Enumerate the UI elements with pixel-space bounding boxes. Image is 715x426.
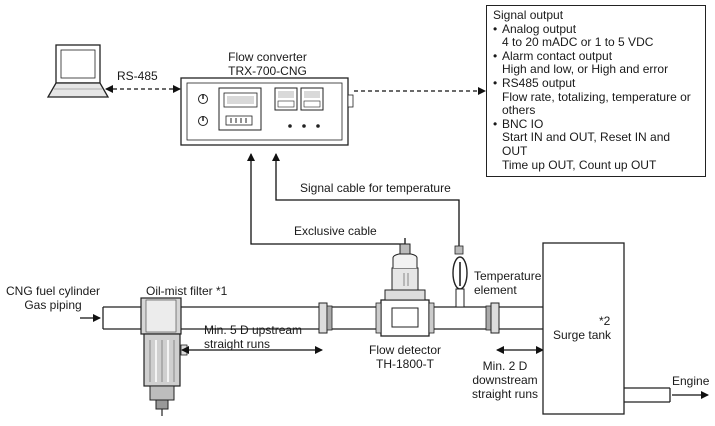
- downstream-flange-icon: [485, 302, 500, 334]
- oil-mist-label: Oil-mist filter *1: [146, 284, 228, 298]
- surge-tank-note: *2: [599, 314, 611, 328]
- list-item-detail: High and low, or High and error: [502, 62, 669, 77]
- upstream-label: Min. 5 D upstream straight runs: [204, 323, 302, 351]
- oil-mist-filter-icon: [140, 297, 188, 416]
- surge-tank-label: Surge tank: [553, 328, 612, 342]
- rs485-label: RS-485: [117, 69, 158, 83]
- laptop-icon: [46, 44, 110, 98]
- list-item-label: Analog output: [502, 21, 577, 36]
- list-item-label: BNC IO: [502, 116, 544, 131]
- flow-detector-label: Flow detector TH-1800-T: [350, 343, 460, 371]
- cng-line1: CNG fuel cylinder: [5, 284, 101, 298]
- engine-pipe: [624, 387, 671, 403]
- flow-detector-name: Flow detector: [368, 343, 442, 357]
- flow-detector-model: TH-1800-T: [375, 357, 434, 371]
- signal-cable-label: Signal cable for temperature: [300, 181, 451, 195]
- signal-output-title: Signal output: [493, 8, 564, 22]
- downstream-line3: straight runs: [471, 387, 539, 401]
- downstream-line2: downstream: [472, 373, 538, 387]
- upstream-line2: straight runs: [204, 337, 271, 351]
- list-item-detail: Start IN and OUT, Reset IN and OUT Time …: [502, 130, 671, 172]
- engine-label: Engine: [672, 374, 710, 388]
- cng-line2: Gas piping: [24, 298, 82, 312]
- downstream-label: Min. 2 D downstream straight runs: [466, 359, 544, 401]
- list-item-label: RS485 output: [502, 75, 576, 90]
- exclusive-cable-label: Exclusive cable: [294, 224, 377, 238]
- surge-tank: [542, 242, 625, 415]
- temperature-element-label: Temperature element: [474, 269, 541, 297]
- list-item-detail: 4 to 20 mADC or 1 to 5 VDC: [502, 35, 654, 50]
- converter-name: Flow converter: [228, 50, 307, 64]
- cng-label: CNG fuel cylinder Gas piping: [2, 284, 104, 312]
- temperature-signal-cable: [272, 153, 460, 246]
- temperature-line1: Temperature: [474, 269, 542, 283]
- list-item-label: Alarm contact output: [502, 48, 613, 63]
- list-item-detail: Flow rate, totalizing, temperature or ot…: [502, 89, 691, 118]
- exclusive-cable: [247, 153, 406, 245]
- temperature-element-icon: [452, 245, 468, 308]
- flow-converter-unit: [180, 77, 354, 146]
- converter-model: TRX-700-CNG: [228, 64, 307, 78]
- temperature-line2: element: [474, 283, 517, 297]
- upstream-line1: Min. 5 D upstream: [204, 323, 303, 337]
- upstream-flange-icon: [318, 302, 333, 334]
- flow-detector-icon: [375, 243, 435, 337]
- converter-title: Flow converter TRX-700-CNG: [200, 50, 335, 78]
- downstream-line1: Min. 2 D: [482, 359, 528, 373]
